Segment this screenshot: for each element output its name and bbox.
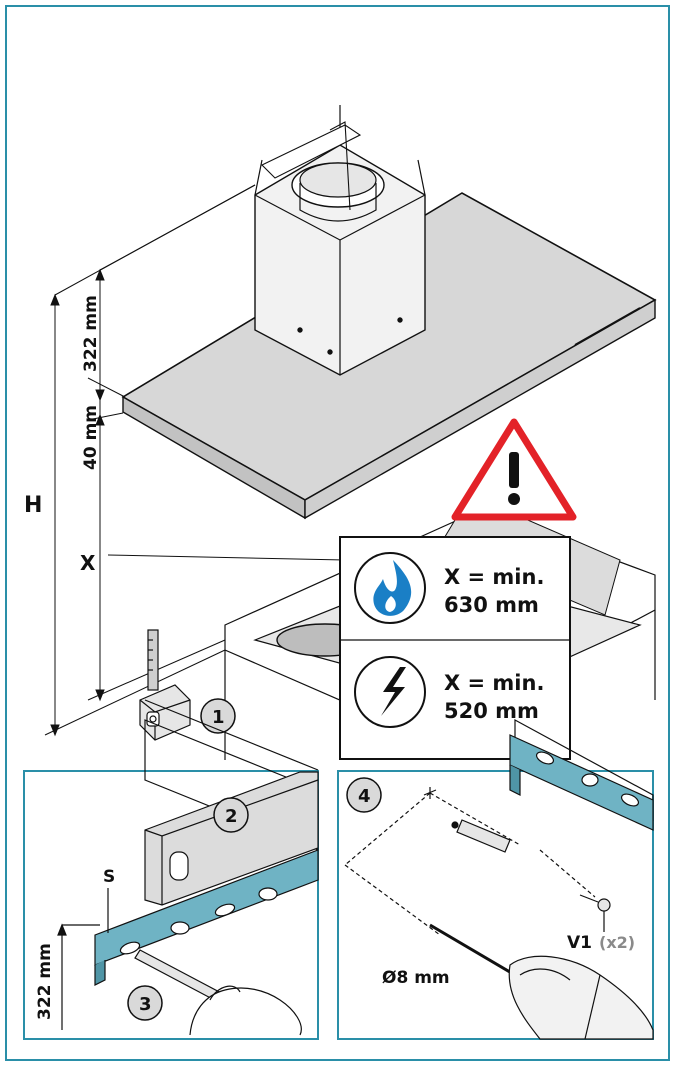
dimension-lines: [44, 184, 346, 737]
motor-housing: [254, 105, 426, 376]
drill-icon: [508, 955, 654, 1040]
label-s: S: [103, 867, 115, 887]
step-1-label: 1: [212, 707, 225, 728]
label-x: X: [80, 551, 96, 575]
step-3-label: 3: [139, 994, 152, 1015]
gas-clearance-line1: X = min.: [444, 565, 544, 589]
step-2-badge: [213, 797, 249, 833]
hand: [189, 987, 302, 1036]
wall-plug: [456, 819, 511, 853]
drill-bit: [429, 923, 516, 977]
dim-40-label: 40 mm: [81, 405, 101, 470]
dim-322-label: 322 mm: [81, 295, 101, 372]
elec-clearance-line1: X = min.: [444, 671, 544, 695]
wall-bracket: [94, 849, 319, 966]
lightning-icon: [354, 656, 426, 728]
left-dim-label: 322 mm: [35, 943, 55, 1020]
label-h: H: [24, 493, 42, 518]
gas-clearance-line2: 630 mm: [444, 593, 539, 617]
outer-frame: [5, 5, 670, 1061]
drill-size-label: Ø8 mm: [382, 968, 450, 988]
step-4-label: 4: [358, 786, 371, 807]
screw-qty-label: (x2): [599, 933, 635, 952]
step-3-badge: [127, 985, 163, 1021]
screw-label: V1: [567, 933, 592, 953]
step-1-badge: [200, 698, 236, 734]
right-panel-drawing: [344, 718, 654, 1040]
left-panel-drawing: [57, 699, 319, 1036]
elec-clearance-line2: 520 mm: [444, 699, 539, 723]
clearance-box: [339, 536, 571, 760]
step-4-badge: [346, 777, 382, 813]
tape-measure-icon: [139, 629, 191, 741]
step-2-label: 2: [225, 806, 238, 827]
warning-triangle-icon: [451, 418, 577, 521]
gas-flame-icon: [354, 552, 426, 624]
